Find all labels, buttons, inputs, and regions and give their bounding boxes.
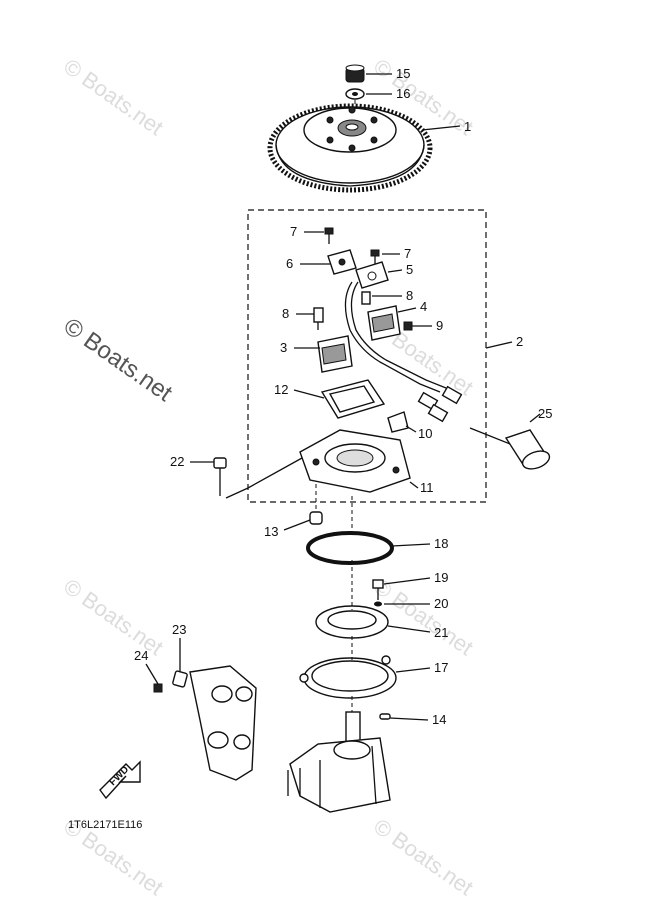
watermark-text: © Boats.net <box>59 574 168 661</box>
screw-part-19 <box>372 579 384 600</box>
callout-7: 7 <box>290 224 297 239</box>
callout-9: 9 <box>436 318 443 333</box>
coil-part-3 <box>317 335 353 373</box>
watermark-text: © Boats.net <box>59 313 178 407</box>
crankshaft-housing <box>287 711 391 813</box>
callout-24: 24 <box>134 648 148 663</box>
leader-lines <box>145 73 541 721</box>
callout-1: 1 <box>464 119 471 134</box>
screw-part-9 <box>403 321 413 331</box>
callout-7: 7 <box>404 246 411 261</box>
callout-12: 12 <box>274 382 288 397</box>
callout-21: 21 <box>434 625 448 640</box>
callout-10: 10 <box>418 426 432 441</box>
flywheel-part-1 <box>267 103 433 193</box>
plate-part-21 <box>315 605 389 639</box>
bracket-part-5 <box>355 261 389 289</box>
callout-19: 19 <box>434 570 448 585</box>
bracket-part-23 <box>172 670 188 688</box>
watermark-text: © Boats.net <box>59 54 168 141</box>
plate-part-17 <box>299 655 397 699</box>
callout-14: 14 <box>432 712 446 727</box>
bolt-part-22 <box>213 457 227 496</box>
callout-8: 8 <box>406 288 413 303</box>
callout-8: 8 <box>282 306 289 321</box>
callout-22: 22 <box>170 454 184 469</box>
fwd-arrow-icon: FWD <box>99 760 141 800</box>
alignment-lines <box>315 100 356 712</box>
screw-part-8 <box>313 307 324 330</box>
callout-3: 3 <box>280 340 287 355</box>
callout-11: 11 <box>420 480 434 495</box>
callout-23: 23 <box>172 622 186 637</box>
wiring-harness <box>344 281 463 423</box>
screw-part-7 <box>324 227 334 244</box>
callout-5: 5 <box>406 262 413 277</box>
screw-part-8 <box>361 291 371 305</box>
nut-part-15 <box>345 64 365 83</box>
callout-4: 4 <box>420 299 427 314</box>
callout-17: 17 <box>434 660 448 675</box>
spacer-part-12 <box>320 379 386 419</box>
cap-part-25 <box>504 429 551 470</box>
callout-2: 2 <box>516 334 523 349</box>
grommet-part-13 <box>309 511 323 525</box>
callout-labels: 15 16 1 2 7 7 6 5 8 8 4 9 3 12 10 11 22 … <box>134 66 552 727</box>
assembly-boundary <box>247 209 487 503</box>
callout-13: 13 <box>264 524 278 539</box>
base-plate-part-11 <box>299 429 411 493</box>
clamp-part-10 <box>387 411 409 433</box>
callout-16: 16 <box>396 86 410 101</box>
bolt-part-24 <box>153 683 163 693</box>
callout-25: 25 <box>538 406 552 421</box>
callout-6: 6 <box>286 256 293 271</box>
bracket-part-6 <box>327 249 357 275</box>
key-part-14 <box>379 713 391 720</box>
washer-part-20 <box>374 601 382 607</box>
callout-15: 15 <box>396 66 410 81</box>
intake-manifold <box>189 665 257 781</box>
watermark-text: © Boats.net <box>369 814 478 901</box>
callout-18: 18 <box>434 536 448 551</box>
washer-part-16 <box>345 88 365 100</box>
coil-part-4 <box>367 305 401 341</box>
callout-20: 20 <box>434 596 448 611</box>
diagram-code: 1T6L2171E116 <box>68 819 142 831</box>
ring-part-18 <box>306 531 394 565</box>
